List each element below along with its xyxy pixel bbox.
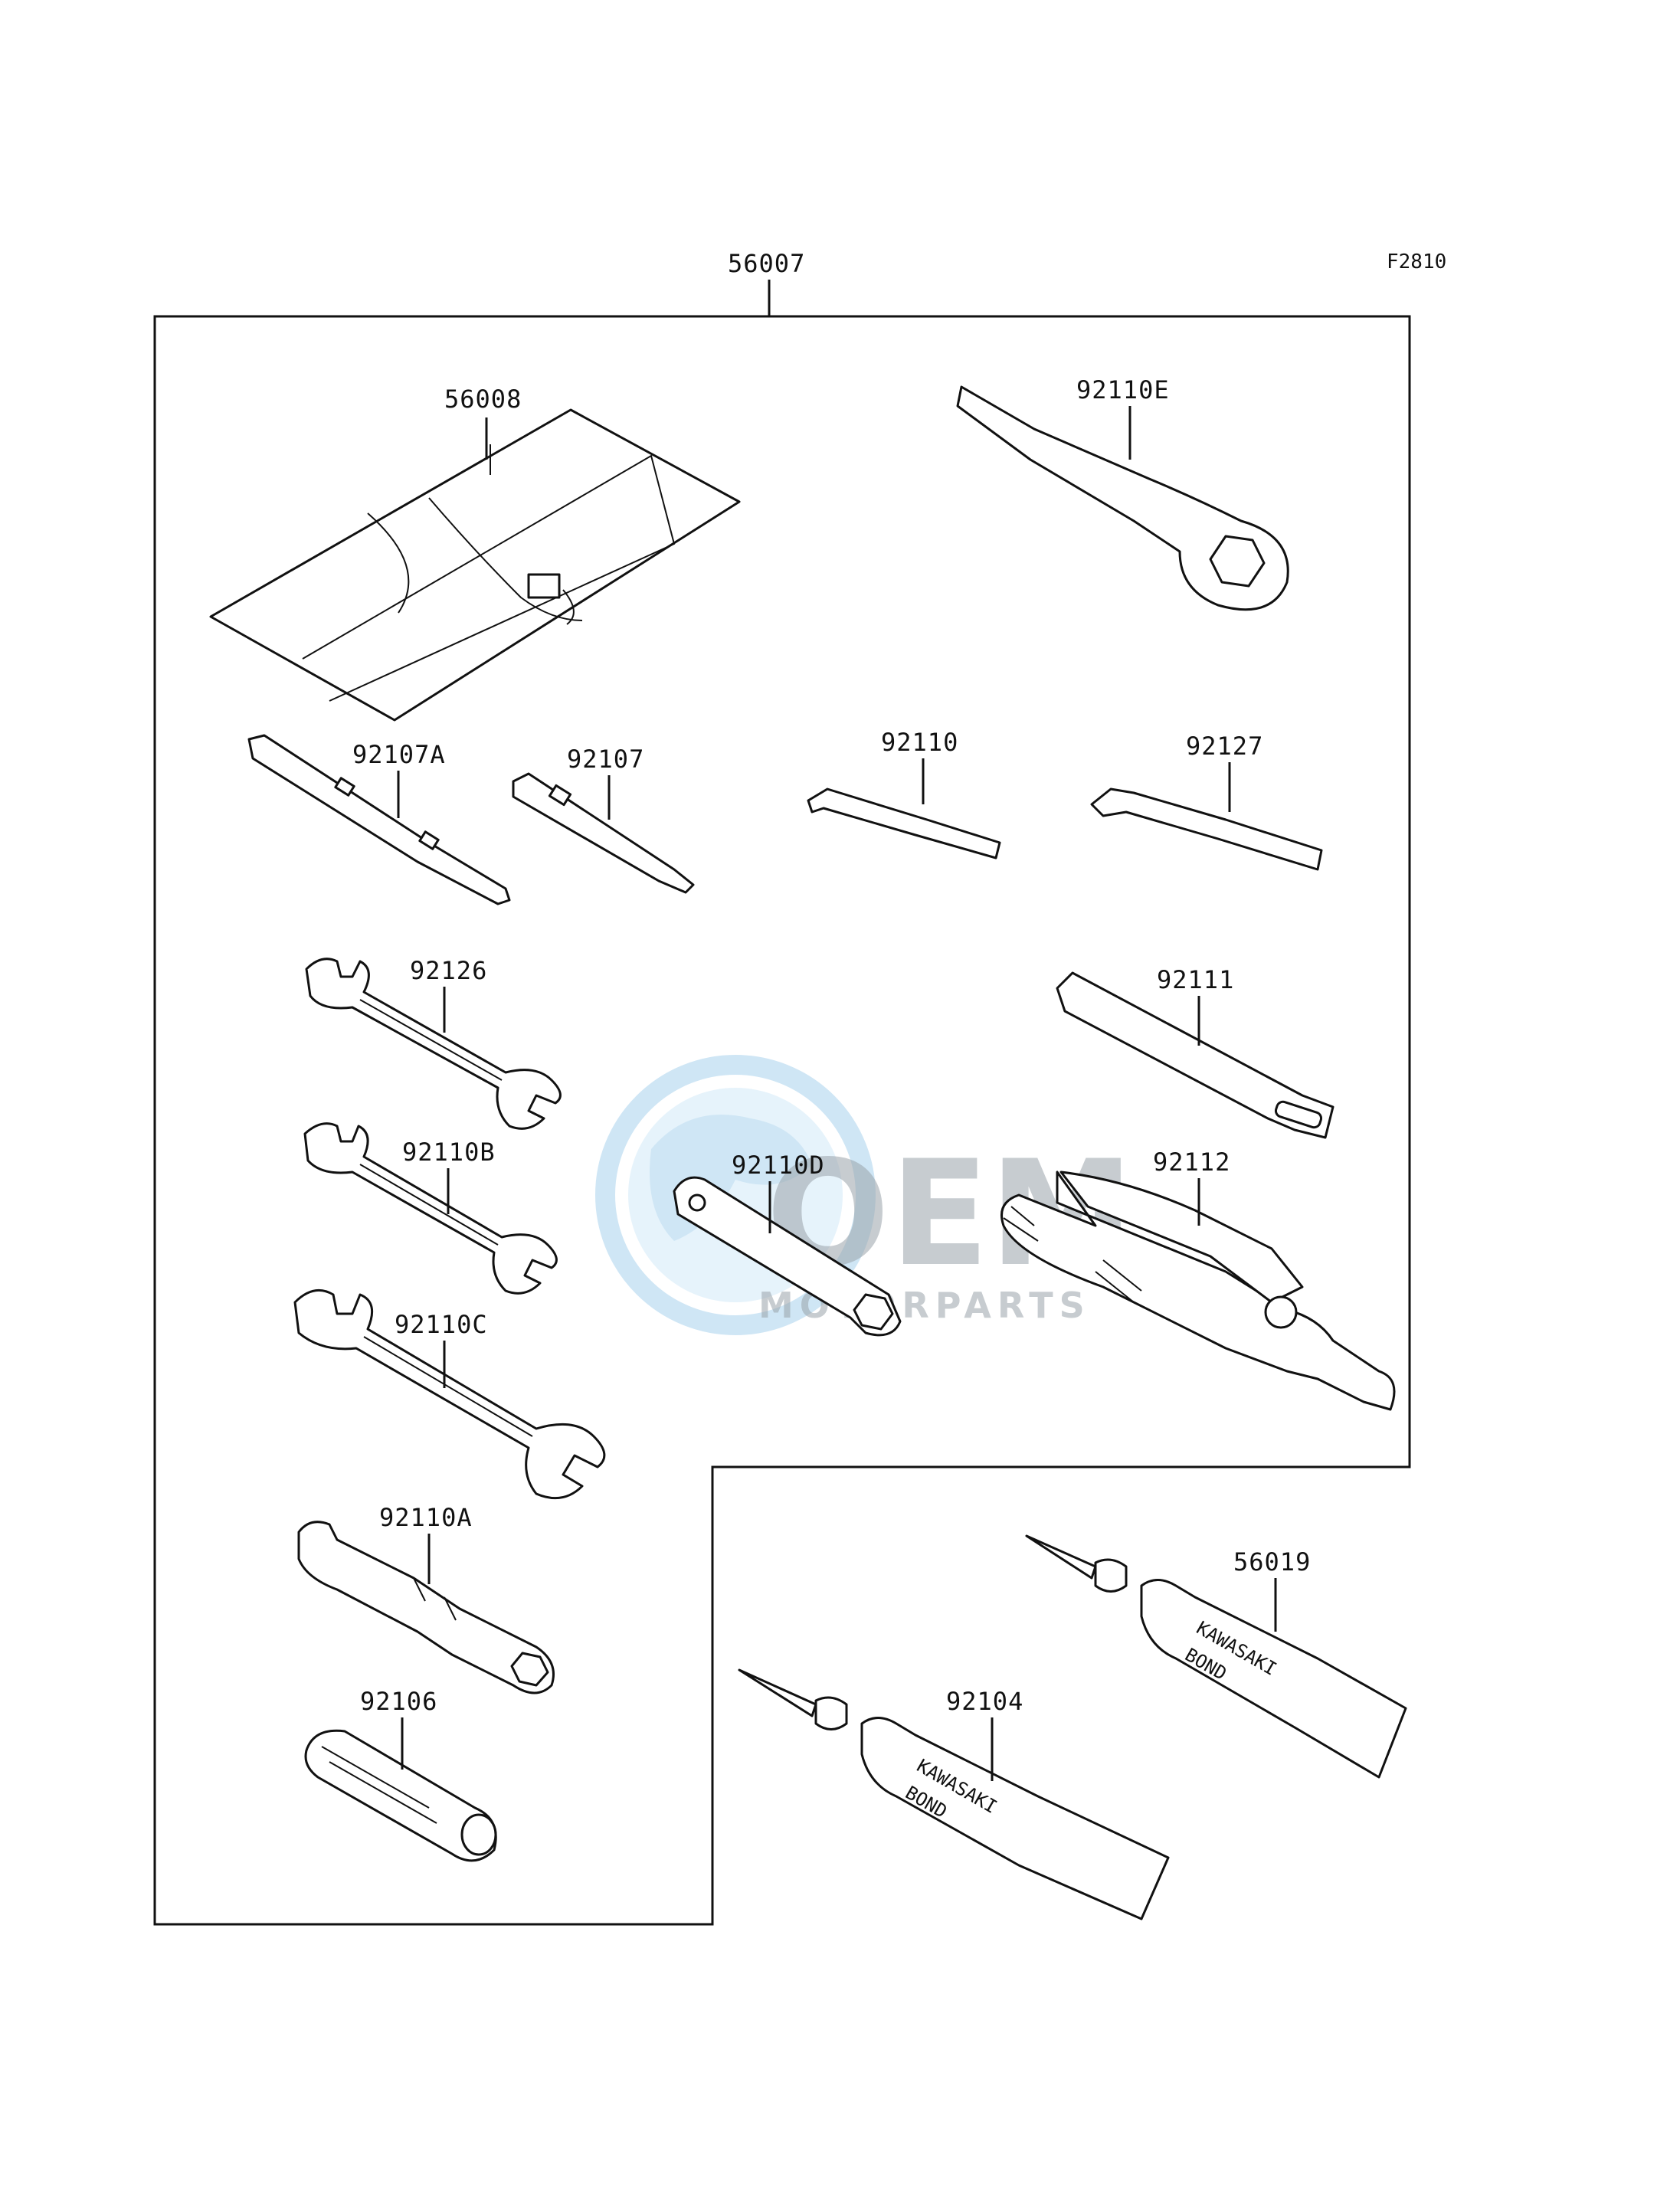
grip <box>304 1729 497 1862</box>
open-wrench-3 <box>293 1288 606 1500</box>
label-open-wrench-2: 92110B <box>402 1138 496 1167</box>
label-open-wrench-1: 92126 <box>410 956 487 985</box>
open-wrench-2 <box>303 1122 558 1295</box>
bond-tube-1: KAWASAKI BOND <box>1025 1534 1407 1779</box>
box-wrench <box>297 1521 555 1694</box>
label-open-wrench-3: 92110C <box>395 1310 488 1339</box>
open-wrench-1 <box>305 958 562 1130</box>
hex-key <box>1090 787 1323 871</box>
label-handle-bar: 92111 <box>1157 965 1234 994</box>
label-hex-key: 92127 <box>1186 732 1263 761</box>
pliers <box>1000 1171 1396 1411</box>
kit-frame <box>153 315 1411 1926</box>
label-ring-wrench: 92110E <box>1076 375 1170 404</box>
plug-wrench <box>673 1176 902 1337</box>
label-pliers: 92112 <box>1153 1148 1230 1177</box>
globe-ring-icon <box>595 1055 876 1335</box>
tool-bag <box>209 408 741 722</box>
label-tool-bag: 56008 <box>444 385 522 414</box>
label-screwdriver-a: 92107A <box>352 740 446 769</box>
label-bond-tube-1: 56019 <box>1233 1547 1311 1577</box>
label-box-wrench: 92110A <box>379 1503 473 1532</box>
screwdriver-bit-a <box>247 734 511 905</box>
hex-key-small <box>807 787 1001 859</box>
label-plug-wrench: 92110D <box>732 1151 825 1180</box>
screwdriver <box>512 772 695 894</box>
label-bond-tube-2: 92104 <box>946 1687 1023 1716</box>
figure-code: F2810 <box>1387 250 1446 273</box>
handle-bar <box>1056 971 1335 1139</box>
ring-wrench <box>956 385 1289 611</box>
label-screwdriver: 92107 <box>567 745 644 774</box>
label-grip: 92106 <box>360 1687 437 1716</box>
kit-label: 56007 <box>728 249 805 278</box>
label-hex-key-small: 92110 <box>881 728 958 757</box>
